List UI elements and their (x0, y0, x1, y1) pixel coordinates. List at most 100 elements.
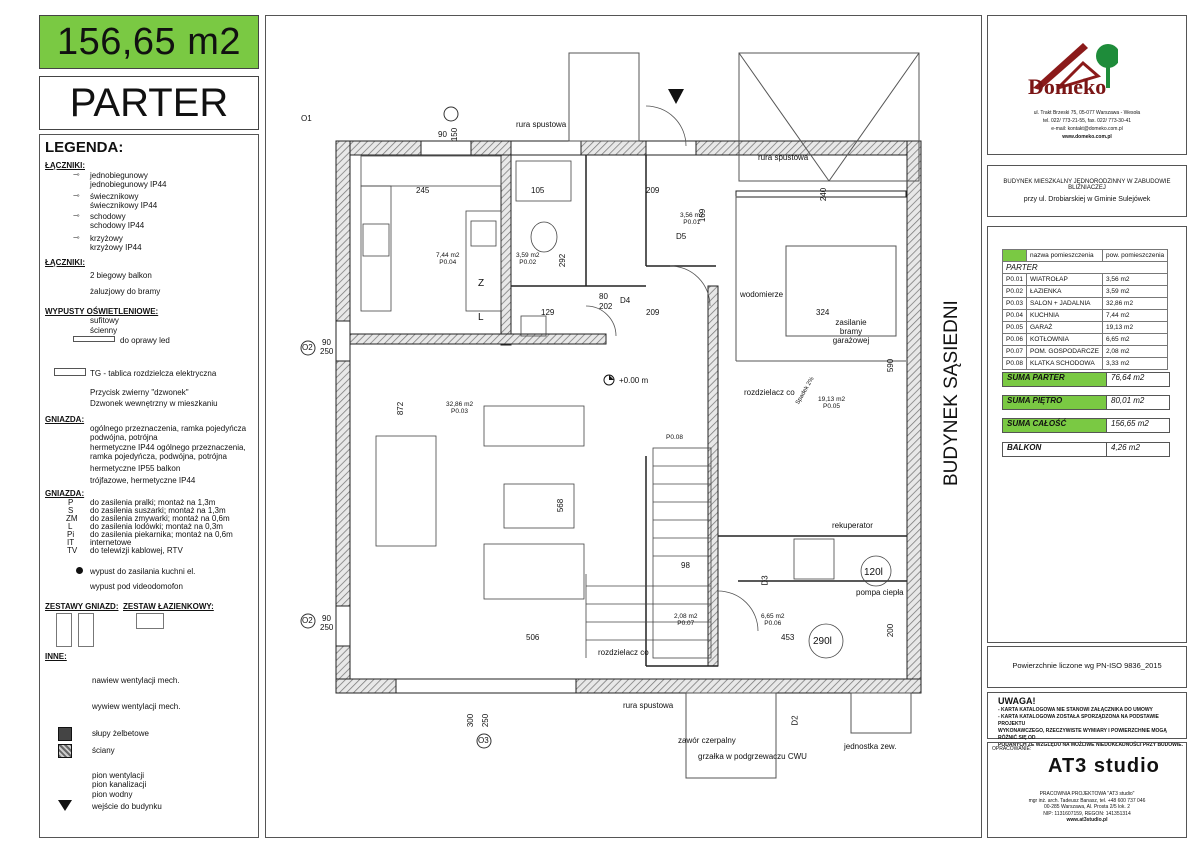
legend-other-6: pion kanalizacji (92, 780, 147, 789)
norm-text: Powierzchnie liczone wg PN-ISO 9836_2015 (1012, 661, 1162, 670)
dim-250: 250 (320, 347, 334, 356)
legend-switch-3: świecznikowy (90, 192, 139, 201)
kitchen-outlet-icon (76, 567, 83, 574)
legend-switch-8: krzyżowy IP44 (90, 243, 142, 252)
label-outdoor-unit: jednostka zew. (844, 742, 897, 751)
legend-bell: Dzwonek wewnętrzny w mieszkaniu (90, 399, 218, 408)
dim-209: 209 (646, 186, 660, 195)
label-tap-valve: zawór czerpalny (678, 736, 736, 745)
legend-socket-5: hermetyczne IP55 balkon (90, 464, 181, 473)
company-name: Domeko (1028, 74, 1107, 99)
label-heater: grzałka w podgrzewaczu CWU (698, 752, 807, 761)
dim-202: 202 (599, 302, 613, 311)
legend-other-1: nawiew wentylacji mech. (92, 676, 180, 685)
switch-symbol-icon: ⊸ (73, 191, 80, 200)
socket-code-zm: ZM (66, 514, 78, 523)
label-door-d4: D4 (620, 296, 631, 305)
label-manifold-2: rozdzielacz co (598, 648, 649, 657)
studio-address: PRACOWNIA PROJEKTOWA "AT3 studio"mgr inż… (1028, 791, 1146, 823)
dim-90c: 90 (322, 614, 331, 623)
legend-socket2-1: do zasilenia pralki; montaż na 1,3m (90, 498, 216, 507)
label-water-meters: wodomierze (740, 290, 784, 299)
legend-other-4: ściany (92, 746, 115, 755)
project-location: przy ul. Drobiarskiej w Gminie Sulejówek (1023, 196, 1151, 203)
legend-switches-header: ŁĄCZNIKI: (45, 161, 85, 170)
label-door-d3: D3 (760, 575, 770, 586)
legend-light-1: sufitowy (90, 316, 119, 325)
socket-code-p: P (68, 498, 74, 507)
dim-453: 453 (781, 633, 795, 642)
label-door-d5: D5 (676, 232, 687, 241)
label-tank-120: 120l (864, 567, 883, 578)
label-door-d2: D2 (790, 715, 800, 726)
label-heat-pump: pompa ciepła (856, 588, 904, 597)
legend-socket2-3: do zasilenia zmywarki; montaż na 0,6m (90, 514, 230, 523)
legend-sets-header: ZESTAWY GNIAZD: (45, 602, 119, 611)
legend-other-3: słupy żelbetowe (92, 729, 149, 738)
legend-switch-1: jednobiegunowy (90, 171, 148, 180)
dim-240: 240 (819, 187, 829, 202)
label-tank-290: 290l (813, 636, 832, 647)
axis-o1: O1 (301, 114, 312, 123)
legend-panel: LEGENDA: ŁĄCZNIKI: jednobiegunowy jednob… (39, 134, 259, 838)
legend-bath-header: ZESTAW ŁAZIENKOWY: (123, 602, 214, 611)
label-level-zero: +0.00 m (619, 376, 649, 385)
label-gate-power: zasilanie bramy garażowej (832, 318, 870, 345)
company-address: ul. Trakt Brzeski 75, 05-077 Warszawa - … (1033, 110, 1141, 140)
label-fridge-l: L (478, 312, 484, 323)
dim-129: 129 (541, 308, 555, 317)
legend-socket-2: podwójna, potrójna (90, 433, 158, 442)
studio-box: OPRACOWANIE: AT3 studio PRACOWNIA PROJEK… (987, 742, 1187, 838)
dim-105: 105 (531, 186, 545, 195)
legend-socket2-5: do zasilenia piekarnika; montaż na 0,6m (90, 530, 233, 539)
switch-symbol-icon: ⊸ (73, 170, 80, 179)
legend-other-header: INNE: (45, 652, 67, 661)
room-table-group: PARTER (1001, 261, 1169, 274)
company-box: Domeko ul. Trakt Brzeski 75, 05-077 Wars… (987, 15, 1187, 155)
legend-socket-4: ramka pojedyńcza, podwójna, potrójna (90, 452, 227, 461)
legend-light-2: ścienny (90, 326, 118, 335)
wall-hatch-icon (58, 744, 72, 758)
legend-other-5: pion wentylacji (92, 771, 145, 780)
label-recuperator: rekuperator (832, 521, 873, 530)
switch-symbol-icon: ⊸ (73, 233, 80, 242)
notes-text: - KARTA KATALOGOWA NIE STANOWI ZAŁĄCZNIK… (998, 707, 1183, 748)
dim-590: 590 (886, 358, 896, 373)
legend-intercom: wypust pod videodomofon (90, 582, 183, 591)
legend-sockets2-header: GNIAZDA: (45, 489, 85, 498)
legend-socket-1: ogólnego przeznaczenia, ramka pojedyńcza (90, 424, 247, 433)
norm-box: Powierzchnie liczone wg PN-ISO 9836_2015 (987, 646, 1187, 688)
dim-90b: 90 (322, 338, 331, 347)
socket-code-pi: Pi (67, 530, 75, 539)
floor-plan-frame: 245 105 209 209 129 292 324 590 872 568 … (265, 15, 982, 838)
label-downpipe-3: rura spustowa (623, 701, 674, 710)
entrance-arrow-icon (58, 800, 72, 811)
domeko-logo-icon (1033, 43, 1118, 90)
socket-set-icon (78, 613, 94, 647)
legend-bell-button: Przycisk zwierny "dzwonek" (90, 388, 189, 397)
legend-switch-5: schodowy (90, 212, 126, 221)
legend-socket-6: trójfazowe, hermetyczne IP44 (90, 476, 196, 485)
notes-box: UWAGA! - KARTA KATALOGOWA NIE STANOWI ZA… (987, 692, 1187, 748)
legend-socket2-2: do zasilenia suszarki; montaż na 1,3m (90, 506, 226, 515)
socket-code-s: S (68, 506, 74, 515)
dim-250b: 250 (320, 623, 334, 632)
socket-code-tv: TV (67, 546, 78, 555)
legend-kitchen: wypust do zasilania kuchni el. (90, 567, 196, 576)
socket-code-l: L (68, 522, 73, 531)
project-box: BUDYNEK MIESZKALNY JEDNORODZINNY W ZABUD… (987, 165, 1187, 217)
legend-switches2-header: ŁĄCZNIKI: (45, 258, 85, 267)
legend-other-8: wejście do budynku (92, 802, 162, 811)
legend-other-2: wywiew wentylacji mech. (92, 702, 181, 711)
